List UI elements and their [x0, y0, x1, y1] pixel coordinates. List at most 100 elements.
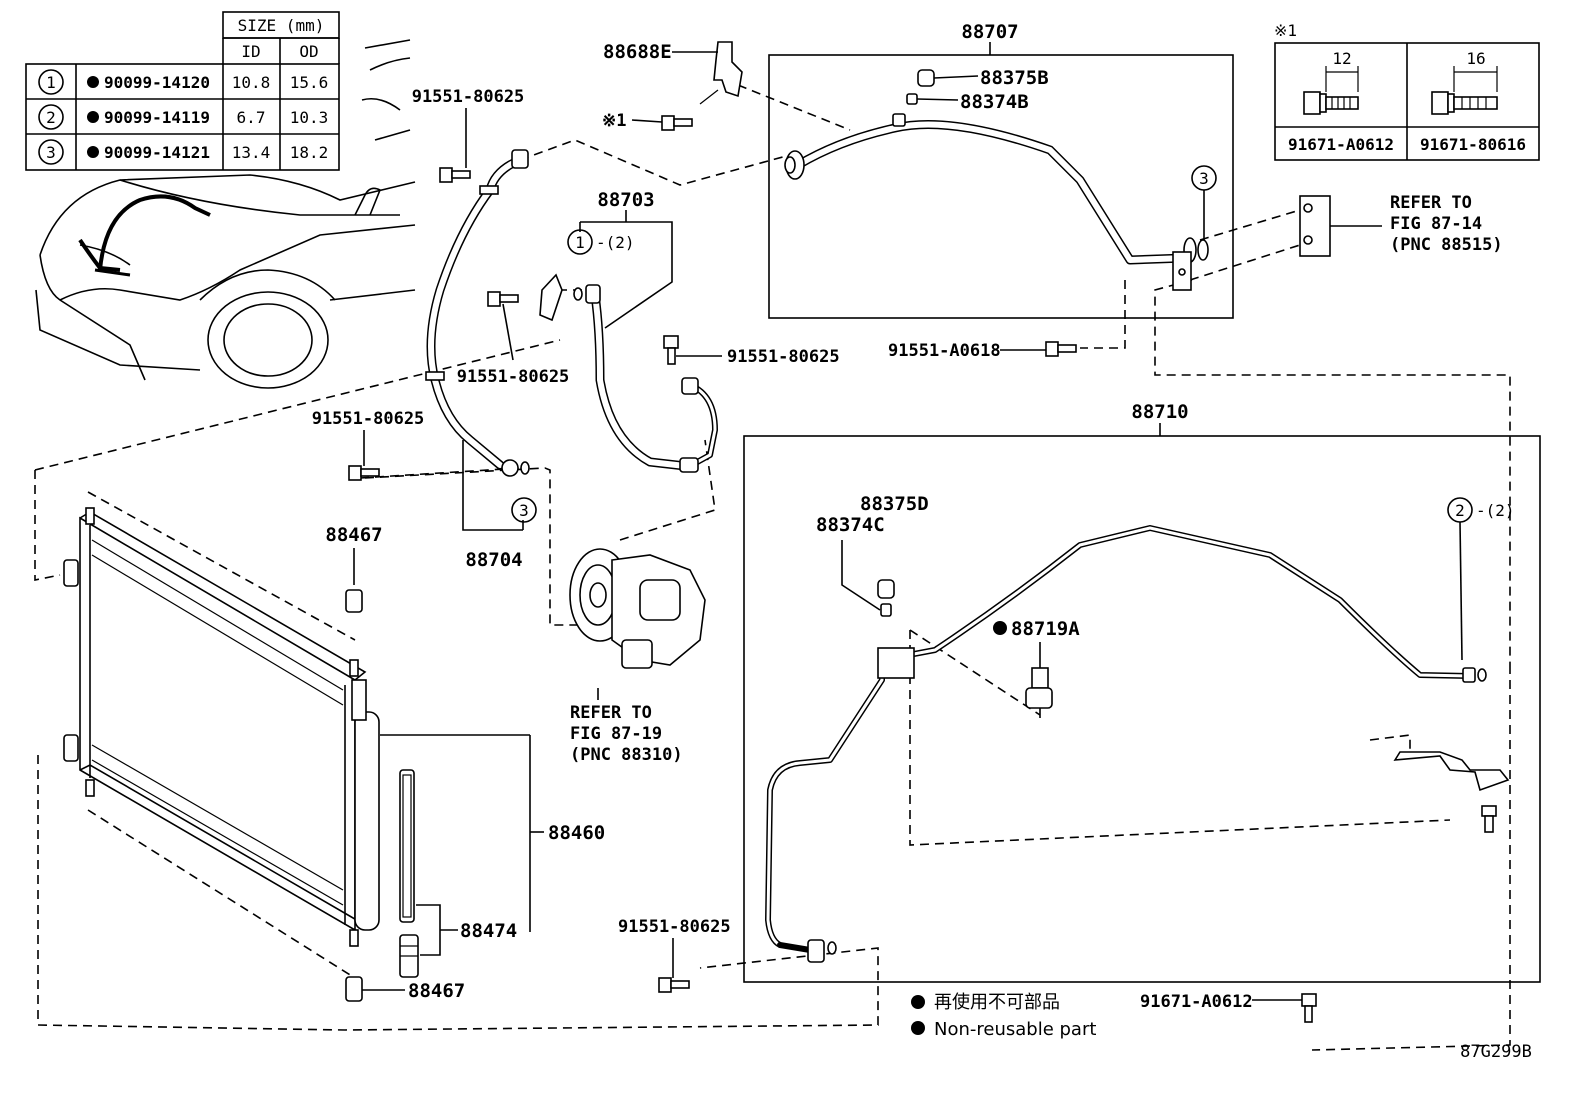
size-table: SIZE (mm) ID OD 1 90099-14120 10.8 15.6 …: [25, 11, 340, 171]
bolt-icon: [1301, 993, 1317, 1023]
circle-mark-text: 1: [575, 233, 585, 252]
label-88375B: 88375B: [980, 67, 1049, 89]
hose-88703: [539, 210, 718, 473]
od-header: OD: [299, 42, 318, 61]
part-number: 90099-14119: [104, 108, 210, 127]
desiccant-88474: [399, 769, 458, 978]
label-refer-compressor: FIG 87-19: [570, 724, 662, 744]
condenser-88460: [63, 507, 544, 947]
valve-core-icon: [906, 93, 918, 105]
label-refer-compressor: (PNC 88310): [570, 745, 683, 765]
legend: 再使用不可部品 Non-reusable part: [911, 992, 1096, 1040]
row-index: 1: [46, 73, 56, 92]
label-mark-qty: -(2): [1476, 501, 1515, 520]
od-value: 15.6: [290, 73, 329, 92]
row-index-circle: [38, 69, 64, 95]
bracket-88688E: [631, 41, 743, 131]
illustration-id: 87G299B: [1460, 1042, 1532, 1062]
non-reusable-dot: [87, 76, 99, 88]
label-refer-compressor: REFER TO: [570, 703, 652, 723]
bolt-dim-left: 12: [1332, 49, 1351, 68]
circle-mark: [1447, 497, 1473, 523]
hose-88704: [425, 149, 530, 531]
non-reusable-dot: [87, 111, 99, 123]
bolt-part-left: 91671-A0612: [1288, 135, 1394, 154]
pipe-clamp-bracket: [1393, 751, 1510, 833]
circle-mark-text: 3: [1199, 169, 1209, 188]
label-88467: 88467: [325, 524, 382, 546]
label-bolt-91551-A0618: 91551-A0618: [888, 341, 1001, 361]
pipe-bracket: [1172, 251, 1192, 291]
non-reusable-dot: [911, 1021, 925, 1035]
labels: 88707 88688E ※1 88375B 88374B 91551-8062…: [312, 21, 1532, 1062]
label-note-mark: ※1: [602, 111, 626, 131]
receiver-tank: [354, 711, 380, 931]
valve-port-icon: [892, 113, 906, 127]
legend-text-en: Non-reusable part: [934, 1019, 1096, 1040]
flange-bolt-icon: [1431, 91, 1498, 115]
bolt-icon: [487, 291, 519, 307]
row-index: 3: [46, 143, 56, 162]
label-bolt-91551-80625: 91551-80625: [412, 87, 525, 107]
service-cap-icon: [877, 579, 895, 599]
label-88703: 88703: [597, 189, 654, 211]
id-value: 6.7: [237, 108, 266, 127]
o-ring-icon: [520, 461, 530, 475]
vehicle-location-sketch: [35, 39, 416, 389]
row-index-circle: [38, 104, 64, 130]
flange-bolt-icon: [1303, 91, 1359, 115]
label-refer-expansion: FIG 87-14: [1390, 214, 1482, 234]
label-88374B: 88374B: [960, 91, 1029, 113]
label-refer-expansion: REFER TO: [1390, 193, 1472, 213]
bolt-icon: [1045, 341, 1077, 357]
bolt-icon: [439, 167, 471, 183]
service-port-block: [877, 647, 915, 679]
non-reusable-dot: [87, 146, 99, 158]
compressor-icon: [569, 548, 706, 669]
label-88710: 88710: [1131, 401, 1188, 423]
non-reusable-dot: [993, 621, 1007, 635]
o-ring-icon: [1197, 239, 1209, 261]
label-mark-qty: -(2): [596, 233, 635, 252]
bolt-icon: [658, 977, 690, 993]
label-88704: 88704: [465, 549, 522, 571]
size-header: SIZE (mm): [238, 16, 325, 35]
row-index: 2: [46, 108, 56, 127]
non-reusable-dot: [911, 995, 925, 1009]
label-88719A: 88719A: [1011, 618, 1080, 640]
plug-88467-top: [345, 548, 363, 613]
label-bolt-91551-80625: 91551-80625: [457, 367, 570, 387]
circle-mark: [511, 497, 537, 523]
od-value: 18.2: [290, 143, 329, 162]
label-refer-expansion: (PNC 88515): [1390, 235, 1503, 255]
label-88460: 88460: [548, 822, 605, 844]
bolt-table: ※1 12 16 91671-A0612 91671-80616: [1274, 21, 1540, 161]
label-bolt-91551-80625: 91551-80625: [727, 347, 840, 367]
label-bolt-91551-80625: 91551-80625: [312, 409, 425, 429]
label-bolt-91551-80625: 91551-80625: [618, 917, 731, 937]
o-ring-icon: [1477, 668, 1487, 682]
pipe-88710-group: [743, 423, 1541, 983]
label-88707: 88707: [961, 21, 1018, 43]
row-index-circle: [38, 139, 64, 165]
od-value: 10.3: [290, 108, 329, 127]
label-88474: 88474: [460, 920, 517, 942]
circle-mark-text: 3: [519, 501, 529, 520]
plug-88467-bottom: [345, 976, 405, 1002]
id-value: 13.4: [232, 143, 271, 162]
bolt-dim-right: 16: [1466, 49, 1485, 68]
part-number: 90099-14121: [104, 143, 210, 162]
valve-core-icon: [880, 603, 892, 617]
service-cap-icon: [917, 69, 935, 87]
connection-lines: [34, 84, 1511, 1051]
legend-text-jp: 再使用不可部品: [934, 992, 1060, 1013]
label-88375D: 88375D: [860, 493, 929, 515]
o-ring-icon: [573, 287, 583, 301]
label-88688E: 88688E: [603, 41, 672, 63]
o-ring-icon: [827, 941, 837, 955]
pressure-switch-icon: [1025, 642, 1053, 718]
part-number: 90099-14120: [104, 73, 210, 92]
expansion-valve-icon: [1299, 195, 1382, 257]
bolt-part-right: 91671-80616: [1420, 135, 1526, 154]
bolt-icon: [663, 335, 679, 365]
